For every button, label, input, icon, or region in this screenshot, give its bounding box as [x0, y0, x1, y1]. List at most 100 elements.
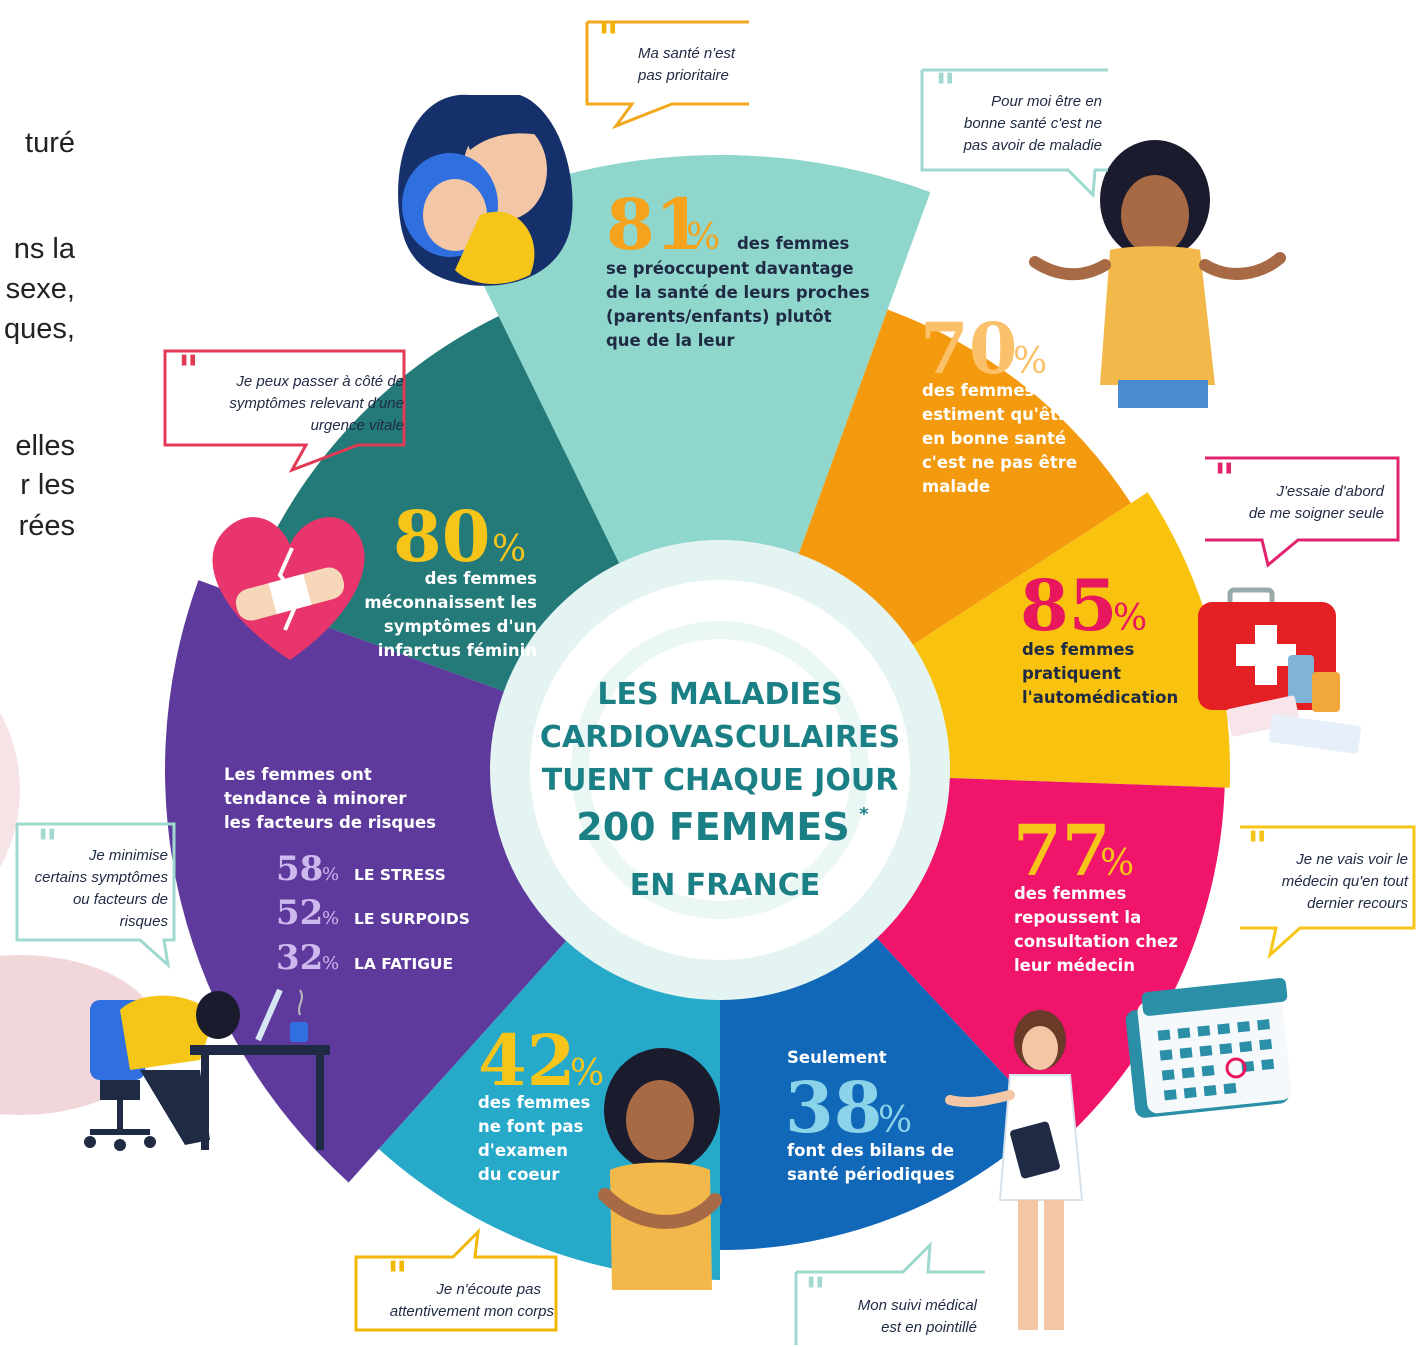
segment-81-percent [450, 155, 931, 595]
segment-85-percent [883, 492, 1230, 788]
stat-80-text: infarctus féminin [378, 641, 537, 660]
quote-mark-icon: " [935, 65, 956, 112]
risk-fatigue-number: 32 [276, 938, 323, 978]
risk-fatigue-unit: % [322, 953, 339, 974]
stat-42-text: d'examen [478, 1141, 568, 1160]
quote-42-text: Je n'écoute pas [435, 1281, 541, 1298]
quote-38-text: est en pointillé [881, 1319, 977, 1336]
center-footnote-star: * [859, 804, 869, 825]
center-line: EN FRANCE [630, 868, 820, 903]
center-headline: 200 FEMMES [576, 805, 849, 849]
stat-85-text: pratiquent [1022, 664, 1121, 683]
risk-text: tendance à minorer [224, 789, 407, 808]
left-text-line: ns la [14, 233, 76, 265]
quote-bubble-risk: " Je minimise certains symptômes ou fact… [15, 821, 176, 969]
quote-bubble-38: " Mon suivi médical est en pointillé [794, 1241, 985, 1345]
quote-mark-icon: " [805, 1269, 826, 1316]
risk-item-stress: 58 % LE STRESS [276, 849, 446, 889]
stat-81-text: (parents/enfants) plutôt [606, 307, 832, 326]
stat-38-number: 38 [785, 1066, 882, 1149]
stat-81-text: se préoccupent davantage [606, 259, 854, 278]
quote-77-text: dernier recours [1307, 895, 1408, 912]
stat-77-text: leur médecin [1014, 956, 1135, 975]
calendar-icon [1125, 978, 1292, 1118]
stat-77-text: repoussent la [1014, 908, 1141, 927]
left-text-line: turé [25, 127, 75, 159]
stat-42-text: ne font pas [478, 1117, 584, 1136]
quote-bubble-70: " Pour moi être en bonne santé c'est ne … [920, 65, 1108, 199]
risk-item-weight: 52 % LE SURPOIDS [276, 893, 470, 933]
stat-38: Seulement 38 % font des bilans de santé … [785, 1048, 955, 1184]
quote-42-text: attentivement mon corps [390, 1303, 555, 1320]
stat-38-pre: Seulement [787, 1048, 887, 1067]
quote-80-text: symptômes relevant d'une [229, 395, 404, 412]
shrugging-woman-illustration [1029, 140, 1286, 408]
left-text-line: ques, [4, 313, 75, 345]
stat-70-number: 70 [920, 307, 1017, 390]
risk-text: les facteurs de risques [224, 813, 436, 832]
risk-weight-label: LE SURPOIDS [354, 910, 470, 928]
stat-85-text: l'automédication [1022, 688, 1178, 707]
left-article-text: turé ns la sexe, ques, elles r les rées [4, 127, 76, 542]
mother-child-illustration [398, 94, 573, 286]
risk-text: Les femmes ont [224, 765, 372, 784]
stat-81: 81 % des femmes se préoccupent davantage… [606, 183, 870, 350]
stat-80-text: méconnaissent les [364, 593, 537, 612]
stat-42-number: 42 [478, 1019, 575, 1102]
quote-mark-icon: " [598, 15, 619, 62]
stat-80-number: 80 [393, 495, 490, 578]
quote-80-text: urgence vitale [311, 417, 404, 434]
quote-bubble-80: " Je peux passer à côté de symptômes rel… [163, 347, 406, 473]
self-hugging-woman-illustration [598, 1048, 722, 1290]
stat-77-number: 77 [1013, 809, 1110, 892]
stat-70-text: estiment qu'être [922, 405, 1077, 424]
stat-risk: Les femmes ont tendance à minorer les fa… [224, 765, 470, 978]
quote-77-text: Je ne vais voir le [1295, 851, 1408, 868]
quote-70-text: bonne santé c'est ne [964, 115, 1102, 132]
quote-bubble-81: " Ma santé n'est pas prioritaire [585, 15, 749, 130]
quote-risk-text: certains symptômes [35, 869, 169, 886]
quote-38-text: Mon suivi médical [858, 1297, 978, 1314]
stat-42-text: des femmes [478, 1093, 591, 1112]
risk-weight-number: 52 [276, 893, 323, 933]
segment-risk-factors [164, 580, 590, 1183]
left-text-line: rées [19, 510, 75, 542]
quote-bubble-77: " Je ne vais voir le médecin qu'en tout … [1240, 823, 1416, 960]
quote-85-text: de me soigner seule [1249, 505, 1384, 522]
stat-70-text: des femmes [922, 381, 1035, 400]
left-text-line: elles [15, 430, 75, 462]
stat-77-text: consultation chez [1014, 932, 1178, 951]
stat-80-unit: % [492, 529, 526, 570]
center-line: TUENT CHAQUE JOUR [542, 763, 899, 798]
stat-81-text: que de la leur [606, 331, 735, 350]
risk-weight-unit: % [322, 908, 339, 929]
stat-70: 70 % des femmes estiment qu'être en bonn… [920, 307, 1077, 496]
risk-stress-unit: % [322, 864, 339, 885]
risk-stress-label: LE STRESS [354, 866, 446, 884]
stat-80-text: symptômes d'un [384, 617, 537, 636]
quote-bubble-42: " Je n'écoute pas attentivement mon corp… [354, 1227, 558, 1332]
risk-stress-number: 58 [276, 849, 323, 889]
quote-80-text: Je peux passer à côté de [235, 373, 404, 390]
quote-mark-icon: " [1247, 823, 1268, 870]
quote-risk-text: risques [120, 913, 169, 930]
quote-81-text: Ma santé n'est [638, 45, 736, 62]
segment-70-percent [786, 309, 1131, 664]
doctor-illustration [945, 1010, 1084, 1330]
stat-42-unit: % [570, 1053, 604, 1094]
stat-81-unit: % [686, 217, 720, 258]
stat-70-text: c'est ne pas être [922, 453, 1077, 472]
stat-81-text: de la santé de leurs proches [606, 283, 870, 302]
quote-risk-text: Je minimise [88, 847, 168, 864]
stat-77: 77 % des femmes repoussent la consultati… [1013, 809, 1178, 975]
left-text-line: sexe, [6, 273, 75, 305]
stat-85: 85 % des femmes pratiquent l'automédicat… [1020, 564, 1178, 707]
center-line: LES MALADIES [597, 677, 842, 712]
quote-77-text: médecin qu'en tout [1282, 873, 1409, 890]
quote-85-text: J'essaie d'abord [1276, 483, 1385, 500]
stat-81-number: 81 [606, 183, 703, 266]
quote-mark-icon: " [1214, 455, 1235, 502]
stat-77-unit: % [1100, 843, 1134, 884]
quote-mark-icon: " [178, 347, 199, 394]
